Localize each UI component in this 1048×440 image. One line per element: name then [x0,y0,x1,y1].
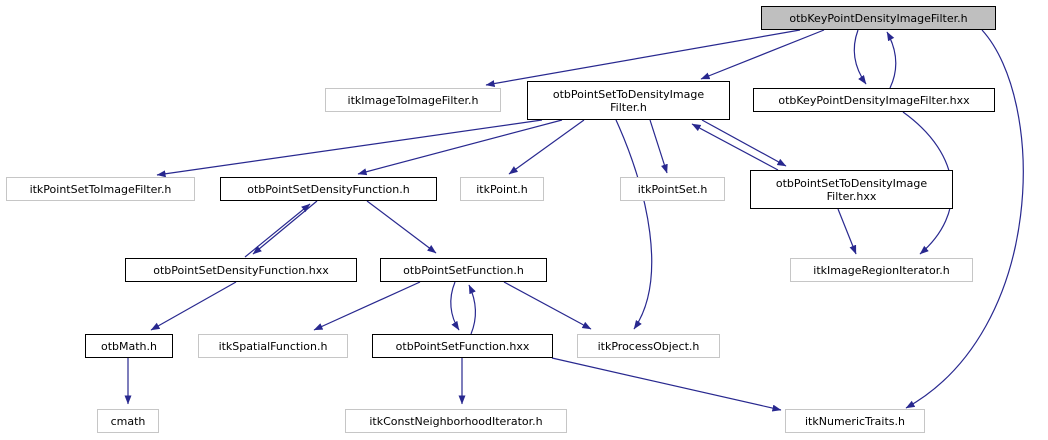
node-itkpointset-h: itkPointSet.h [620,177,725,201]
edge-pstdif-hxx-itk-iri-h [837,208,857,255]
node-itkpoint-h: itkPoint.h [460,177,544,201]
node-otbmath-h[interactable]: otbMath.h [85,334,173,358]
edge-kpdif-hxx-kpdif-h [886,31,897,89]
node-otbpointsetdensityfunction-hxx[interactable]: otbPointSetDensityFunction.hxx [125,258,357,282]
edge-psf-h-itk-sf-h [313,281,421,331]
edge-pstdif-h-itk-po-h [615,119,653,330]
edge-psf-h-itk-po-h [503,281,592,330]
edge-psdf-h-psdf-hxx [252,200,318,255]
node-otbpointsetfunction-h[interactable]: otbPointSetFunction.h [380,258,547,282]
node-itkprocessobject-h: itkProcessObject.h [577,334,720,358]
edge-psdf-h-psf-h [366,200,437,254]
node-itkimageregioniterator-h: itkImageRegionIterator.h [790,258,973,282]
edge-pstdif-h-itk-ps2if-h [156,119,543,178]
node-otbpointsettodensityimagefilter-h[interactable]: otbPointSetToDensityImage Filter.h [527,81,730,120]
edge-pstdif-h-psdf-h [357,119,563,176]
edge-psf-hxx-itk-nt-h [551,357,782,412]
node-otbpointsettodensityimagefilter-hxx[interactable]: otbPointSetToDensityImage Filter.hxx [750,170,953,209]
node-cmath: cmath [97,409,159,433]
edge-kpdif-h-kpdif-hxx [853,29,867,85]
node-otbpointsetfunction-hxx[interactable]: otbPointSetFunction.hxx [372,334,553,358]
edge-kpdif-h-itk-i2i-h [485,29,801,87]
node-otbkeypointdensityimagefilter-h: otbKeyPointDensityImageFilter.h [761,6,996,30]
node-itkimagetoimagefilter-h: itkImageToImageFilter.h [325,88,501,112]
edge-psdf-hxx-otb-math-h [150,281,237,331]
edge-pstdif-h-pstdif-hxx [701,119,787,167]
node-otbkeypointdensityimagefilter-hxx[interactable]: otbKeyPointDensityImageFilter.hxx [753,88,995,112]
edge-psf-hxx-psf-h [468,284,476,335]
edge-kpdif-h-itk-nt-h [905,29,1024,409]
edge-pstdif-h-itk-point-h [508,119,585,175]
edge-pstdif-hxx-pstdif-h [691,123,779,171]
edge-pstdif-h-itk-pointset-h [649,119,668,174]
edge-psf-h-psf-hxx [450,281,460,331]
node-itkconstneighborhooditerator-h: itkConstNeighborhoodIterator.h [345,409,567,433]
node-otbpointsetdensityfunction-h[interactable]: otbPointSetDensityFunction.h [220,177,437,201]
node-itkspatialfunction-h: itkSpatialFunction.h [198,334,348,358]
node-itknumerictraits-h: itkNumericTraits.h [785,409,925,433]
node-itkpointsettoimagefilter-h: itkPointSetToImageFilter.h [6,177,195,201]
edge-kpdif-h-pstdif-h [700,29,825,80]
edge-psdf-hxx-psdf-h [244,203,311,258]
